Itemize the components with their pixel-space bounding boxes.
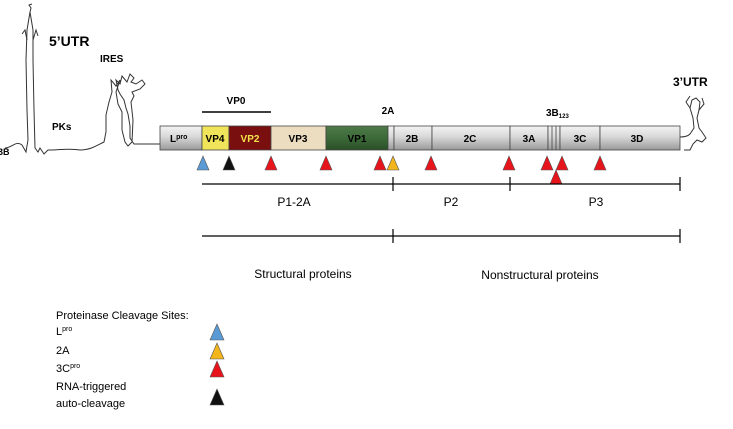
legend-item-auto-line2: auto-cleavage: [56, 398, 125, 410]
legend: Proteinase Cleavage Sites: Lpro 2A 3Cpro…: [56, 310, 225, 410]
segment-3a-label: 3A: [523, 134, 536, 145]
cleavage-site-3cpro: [319, 155, 333, 171]
segment-3c: [559, 125, 601, 151]
cleavage-site-3cpro: [555, 155, 569, 171]
utr3-structure: [679, 95, 707, 151]
cleavage-site-3cpro: [540, 155, 554, 171]
cleavage-site-3cpro: [373, 155, 387, 171]
segment-vp2: [228, 125, 272, 151]
region-structural: Structural proteins: [254, 267, 351, 281]
segment-lpro-label: Lpro: [170, 134, 187, 145]
segment-vp4-label: VP4: [206, 134, 225, 145]
polyprotein-bar: [159, 125, 681, 151]
s3b-label: 3B: [0, 147, 10, 157]
legend-title: Proteinase Cleavage Sites:: [56, 310, 189, 322]
segment-vp1-label: VP1: [348, 134, 367, 145]
utr5-structure: [4, 3, 160, 155]
cleavage-site-2a: [386, 155, 400, 171]
legend-item-lpro: Lpro: [56, 326, 72, 338]
utr5-label: 5’UTR: [49, 33, 89, 49]
legend-triangle-2a: [209, 342, 225, 360]
region-bar-p: [202, 177, 681, 191]
region-nonstructural: Nonstructural proteins: [481, 268, 598, 282]
ires-label: IRES: [100, 54, 124, 65]
region-p2: P2: [444, 195, 459, 209]
segment-2c-label: 2C: [464, 134, 477, 145]
segment-vp3-label: VP3: [289, 134, 308, 145]
segment-vp4: [201, 125, 230, 151]
cleavage-site-3cpro: [502, 155, 516, 171]
cleavage-site-3cpro: [264, 155, 278, 171]
cleavage-site-3cpro: [549, 169, 563, 185]
utr3-label: 3’UTR: [673, 75, 708, 89]
segment-3c-label: 3C: [574, 134, 587, 145]
legend-triangle-lpro: [209, 323, 225, 341]
legend-item-3cpro: 3Cpro: [56, 363, 80, 375]
region-bar-protein-class: [202, 229, 681, 243]
segment-3b: [547, 125, 561, 151]
2a-label: 2A: [382, 106, 395, 117]
legend-item-auto-line1: RNA-triggered: [56, 381, 126, 393]
cleavage-site-lpro: [196, 155, 210, 171]
segment-3d-label: 3D: [631, 134, 644, 145]
cleavage-sites: [196, 155, 607, 185]
segment-vp2-label: VP2: [241, 134, 260, 145]
cleavage-site-3cpro: [593, 155, 607, 171]
cleavage-site-auto: [222, 155, 236, 171]
region-p12a: P1-2A: [277, 195, 310, 209]
legend-item-2a: 2A: [56, 345, 70, 357]
legend-triangle-auto: [209, 388, 225, 406]
segment-2b-label: 2B: [406, 134, 419, 145]
3b123-label: 3B123: [546, 108, 569, 120]
pks-label: PKs: [52, 122, 72, 133]
cleavage-site-3cpro: [424, 155, 438, 171]
segment-3d: [599, 125, 681, 151]
vp0-label: VP0: [227, 96, 246, 107]
legend-triangle-3cpro: [209, 360, 225, 378]
segment-2a: [387, 125, 395, 151]
region-p3: P3: [589, 195, 604, 209]
